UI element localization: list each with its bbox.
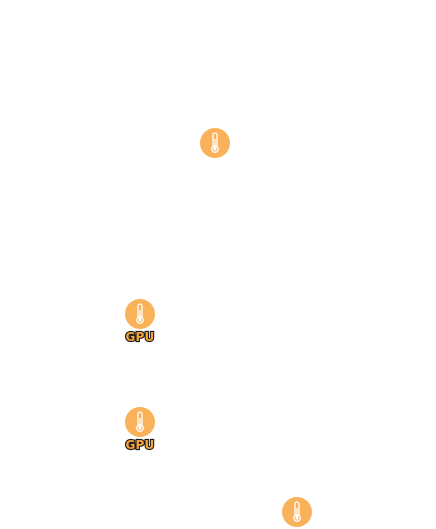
gpu-temperature-widget[interactable]: GPU — [124, 407, 155, 452]
thermometer-icon — [282, 497, 312, 527]
gpu-label: GPU — [124, 330, 155, 344]
thermometer-icon — [125, 407, 155, 437]
thermometer-icon — [125, 299, 155, 329]
gpu-temperature-widget[interactable]: GPU — [124, 299, 155, 344]
temperature-widget[interactable] — [282, 497, 312, 527]
gpu-label: GPU — [124, 438, 155, 452]
thermometer-icon — [200, 128, 230, 158]
temperature-widget[interactable] — [200, 128, 230, 158]
